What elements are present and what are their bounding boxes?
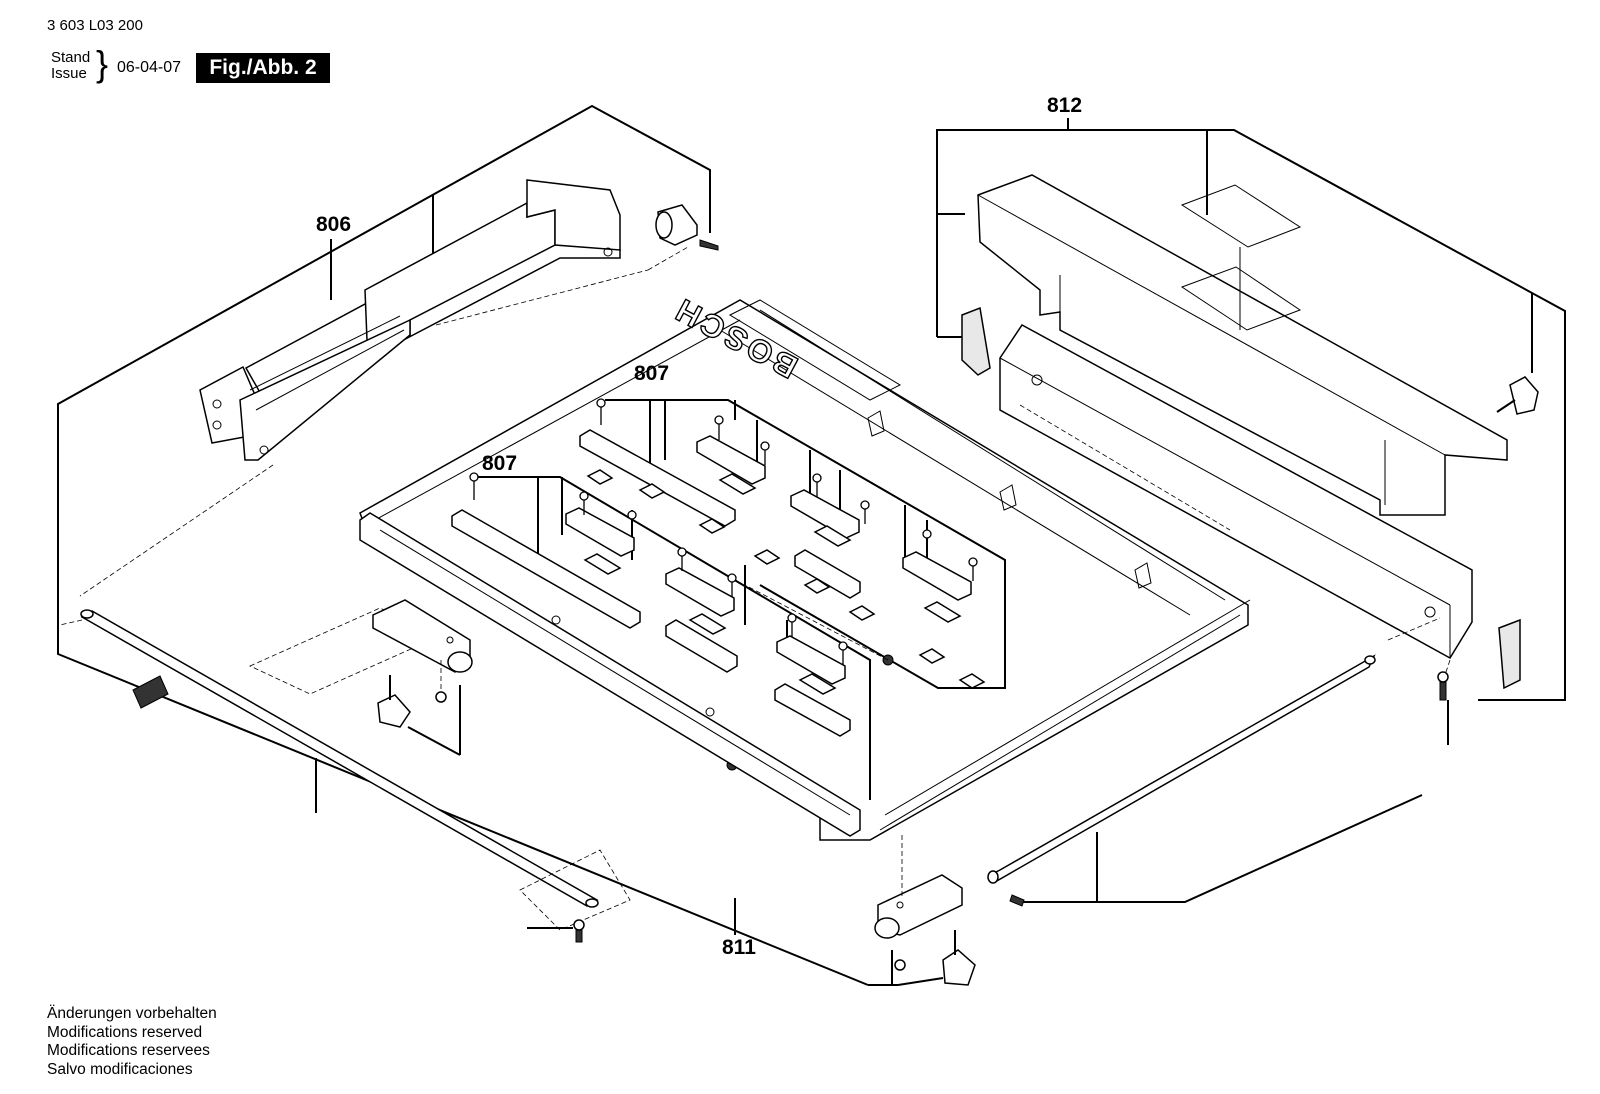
- disclaimer: Änderungen vorbehalten Modifications res…: [47, 1005, 217, 1079]
- callout-807-upper: 807: [634, 362, 670, 385]
- stand-issue-label: Stand Issue: [51, 50, 90, 82]
- group-bracket-812: [936, 118, 1566, 745]
- brace-glyph: }: [96, 43, 109, 84]
- clamp-blocks: [372, 599, 1025, 986]
- part-807-clamp-strips: [451, 398, 986, 771]
- callout-811: 811: [722, 936, 756, 959]
- group-bracket-807: [474, 399, 1006, 800]
- part-number: 3 603 L03 200: [47, 17, 143, 34]
- guide-bar: [359, 512, 861, 837]
- disclaimer-line: Salvo modificaciones: [47, 1060, 193, 1078]
- callout-806: 806: [316, 213, 352, 236]
- issue-date: 06-04-07: [117, 59, 182, 76]
- disclaimer-line: Änderungen vorbehalten: [47, 1005, 217, 1022]
- disclaimer-line: Modifications reservees: [47, 1042, 210, 1059]
- group-bracket-rail-right: [1020, 794, 1423, 903]
- callout-807-lower: 807: [482, 452, 518, 475]
- issue-label: Issue: [51, 65, 87, 82]
- group-bracket-806-811: [57, 104, 944, 986]
- callout-812: 812: [1047, 94, 1083, 117]
- disclaimer-line: Modifications reserved: [47, 1023, 203, 1041]
- part-806-fence-extension: [79, 179, 719, 597]
- part-812-rails: [961, 174, 1539, 701]
- part-811-rails: [59, 607, 1376, 931]
- figure-label: Fig./Abb. 2: [196, 53, 330, 83]
- stand-label: Stand: [51, 49, 91, 66]
